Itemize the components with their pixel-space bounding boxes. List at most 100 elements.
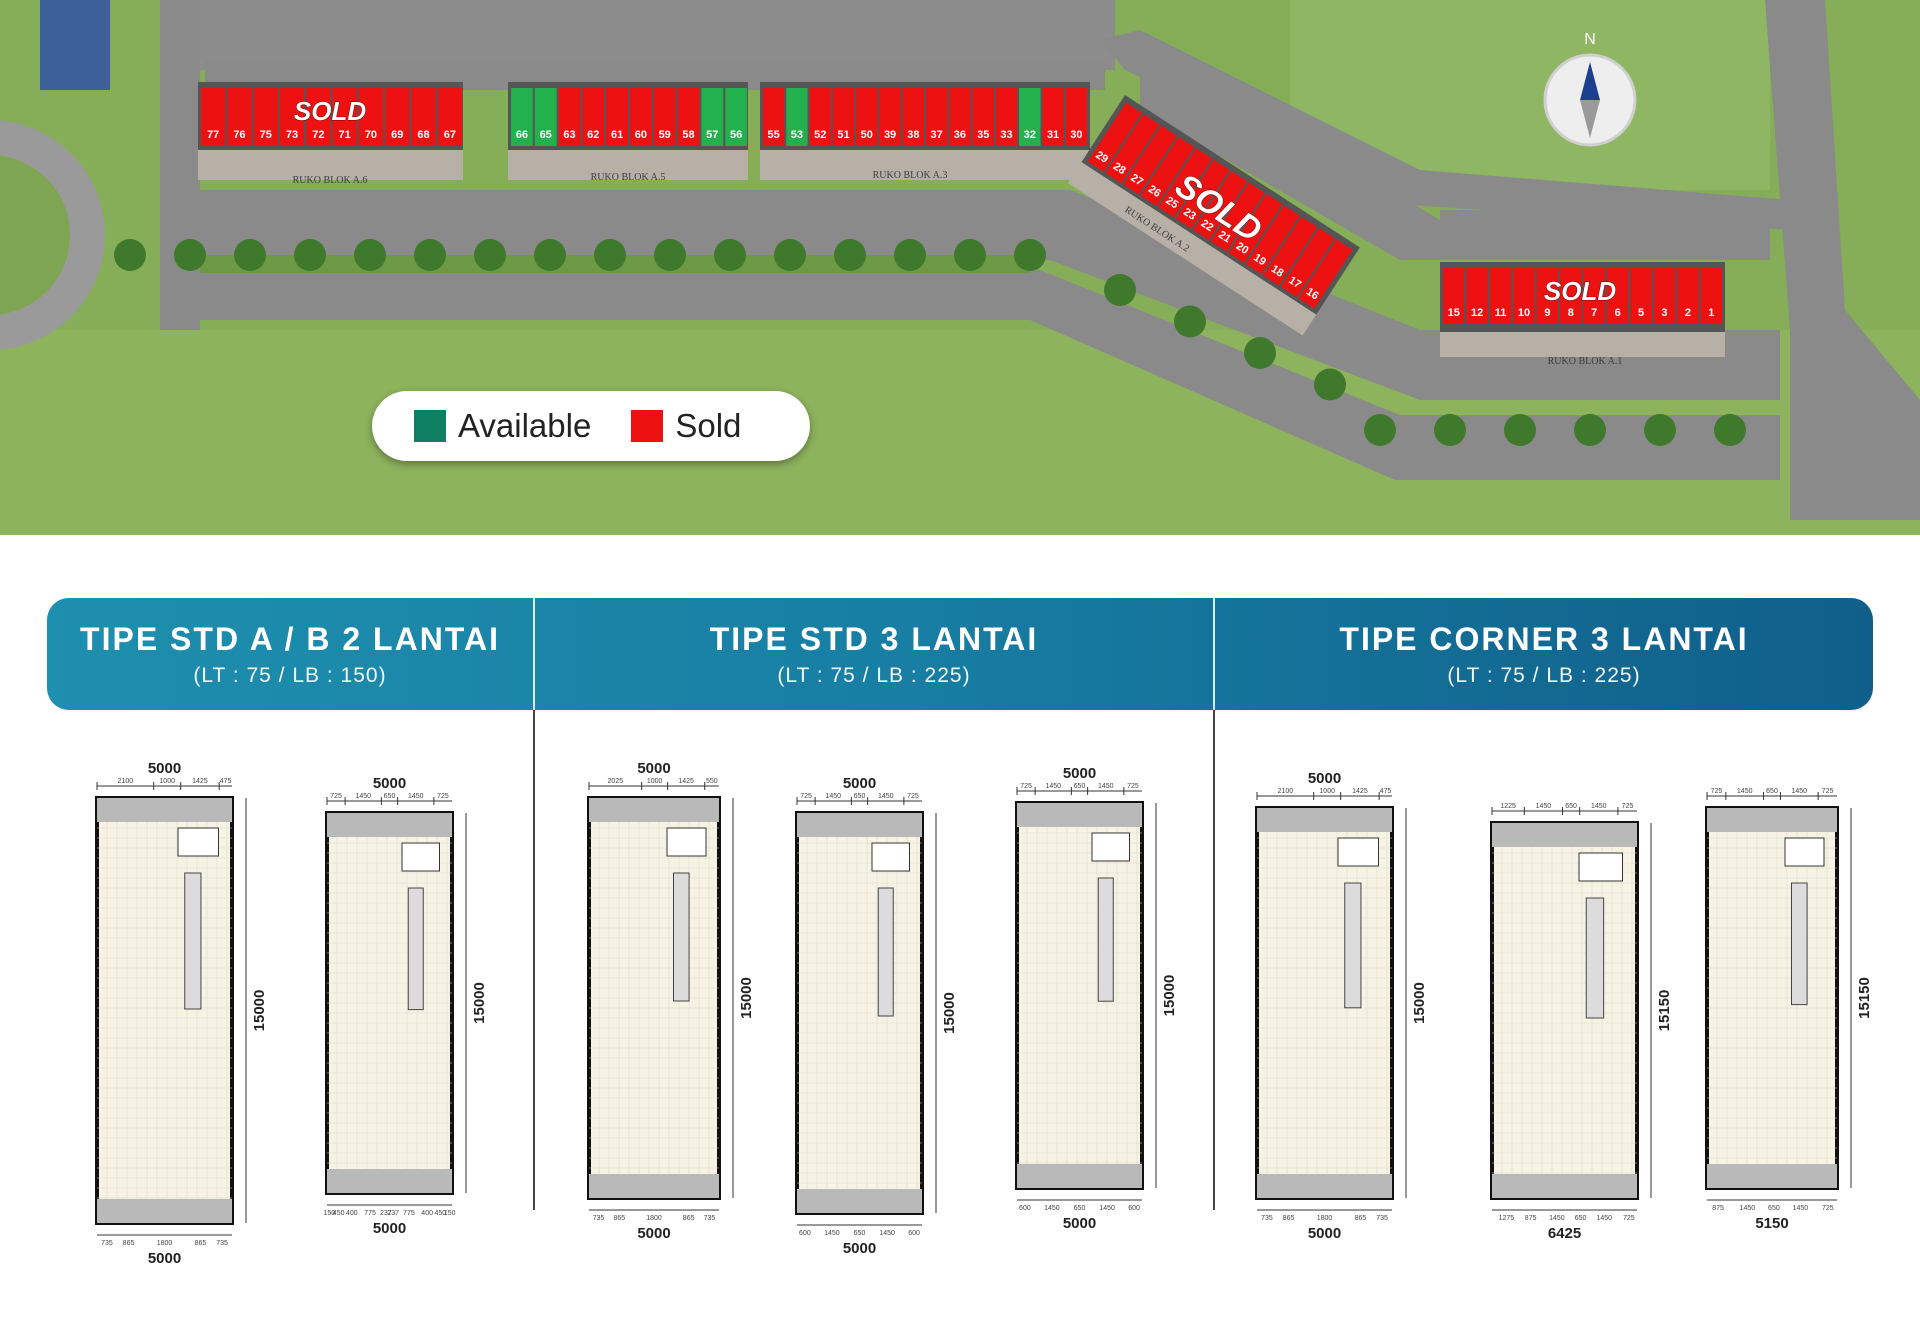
lot-number: 61 bbox=[611, 129, 623, 141]
tree bbox=[414, 239, 446, 271]
lot-number: 75 bbox=[260, 129, 272, 141]
lot-60 bbox=[630, 88, 652, 146]
lot-number: 39 bbox=[884, 129, 896, 141]
tree bbox=[1434, 414, 1466, 446]
dimension-segment: 865 bbox=[614, 1215, 626, 1222]
dimension-segment: 1450 bbox=[824, 1230, 840, 1237]
dimension-segment: 1000 bbox=[159, 778, 175, 785]
dimension-segment: 1450 bbox=[408, 793, 424, 800]
type-subtitle: (LT : 75 / LB : 225) bbox=[1447, 663, 1641, 687]
lot-number: 28 bbox=[1111, 160, 1128, 177]
lot-number: 2 bbox=[1685, 307, 1691, 319]
lot-number: 69 bbox=[391, 129, 403, 141]
sold-stamp: SOLD bbox=[294, 96, 366, 126]
lot-number: 36 bbox=[954, 129, 966, 141]
dimension-segment: 1800 bbox=[646, 1215, 662, 1222]
lot-29 bbox=[1087, 102, 1142, 172]
tree bbox=[1504, 414, 1536, 446]
top-width-label: 5000 bbox=[148, 760, 181, 777]
dimension-segment: 865 bbox=[123, 1240, 135, 1247]
tree bbox=[834, 239, 866, 271]
compass-south-needle bbox=[1580, 100, 1600, 138]
tree bbox=[714, 239, 746, 271]
lot-number: 33 bbox=[1000, 129, 1012, 141]
block-label: RUKO BLOK A.5 bbox=[591, 172, 666, 183]
tree bbox=[1104, 274, 1136, 306]
lot-number: 55 bbox=[768, 129, 780, 141]
lot-2 bbox=[1677, 268, 1699, 324]
dimension-segment: 1450 bbox=[1536, 803, 1552, 810]
block-label: RUKO BLOK A.1 bbox=[1548, 356, 1623, 367]
lot-63 bbox=[558, 88, 581, 146]
dimension-segment: 1000 bbox=[1319, 788, 1335, 795]
dimension-segment: 650 bbox=[854, 1230, 866, 1237]
lot-55 bbox=[763, 88, 785, 146]
tree bbox=[1314, 368, 1346, 401]
lot-25 bbox=[1157, 148, 1212, 218]
dimension-segment: 865 bbox=[1355, 1215, 1367, 1222]
dimension-segment: 725 bbox=[1711, 788, 1723, 795]
dimension-segment: 1425 bbox=[192, 778, 208, 785]
lot-39 bbox=[879, 88, 901, 146]
dimension-segment: 2100 bbox=[118, 778, 134, 785]
lot-number: 52 bbox=[814, 129, 826, 141]
top-width-label: 5000 bbox=[843, 775, 876, 792]
lot-50 bbox=[856, 88, 878, 146]
lot-number: 38 bbox=[907, 129, 919, 141]
lot-51 bbox=[832, 88, 855, 146]
lot-number: 59 bbox=[659, 129, 671, 141]
dimension-segment: 400 bbox=[346, 1210, 358, 1217]
compass-north-needle bbox=[1580, 62, 1600, 100]
lot-number: 32 bbox=[1024, 129, 1036, 141]
lot-number: 1 bbox=[1708, 307, 1714, 319]
dimension-segment: 865 bbox=[683, 1215, 695, 1222]
type-header-corner-3: TIPE CORNER 3 LANTAI (LT : 75 / LB : 225… bbox=[1213, 598, 1873, 710]
lot-67 bbox=[437, 88, 462, 146]
dimension-segment: 600 bbox=[1019, 1205, 1031, 1212]
dimension-segment: 725 bbox=[1622, 803, 1634, 810]
lot-number: 76 bbox=[233, 129, 245, 141]
type-title: TIPE STD 3 LANTAI bbox=[709, 620, 1039, 657]
dimension-segment: 600 bbox=[1128, 1205, 1140, 1212]
tree bbox=[354, 239, 386, 271]
lot-53 bbox=[786, 88, 808, 146]
lot-56 bbox=[725, 88, 747, 146]
lot-35 bbox=[972, 88, 994, 146]
lot-number: 25 bbox=[1164, 195, 1181, 212]
type-header-std-2: TIPE STD A / B 2 LANTAI (LT : 75 / LB : … bbox=[47, 598, 533, 710]
dimension-segment: 1450 bbox=[1596, 1215, 1612, 1222]
tree bbox=[1014, 239, 1046, 271]
lot-15 bbox=[1443, 268, 1465, 324]
top-width-label: 5000 bbox=[1308, 770, 1341, 787]
lot-77 bbox=[201, 88, 226, 146]
lot-36 bbox=[949, 88, 971, 146]
dimension-segment: 1450 bbox=[1549, 1215, 1565, 1222]
block-label: RUKO BLOK A.3 bbox=[873, 170, 948, 181]
lot-21 bbox=[1210, 182, 1265, 252]
depth-label: 15000 bbox=[1411, 982, 1428, 1024]
dimension-segment: 1450 bbox=[1099, 1205, 1115, 1212]
lot-5 bbox=[1630, 268, 1652, 324]
lot-number: 70 bbox=[365, 129, 377, 141]
top-width-label: 5000 bbox=[373, 775, 406, 792]
tree bbox=[1574, 414, 1606, 446]
bottom-width-label: 5000 bbox=[637, 1225, 670, 1242]
dimension-segment: 1450 bbox=[1591, 803, 1607, 810]
lot-number: 31 bbox=[1047, 129, 1059, 141]
dimension-segment: 1225 bbox=[1500, 803, 1516, 810]
depth-label: 15000 bbox=[1161, 975, 1178, 1017]
lot-11 bbox=[1489, 268, 1512, 324]
dimension-segment: 725 bbox=[330, 793, 342, 800]
lot-number: 20 bbox=[1234, 240, 1251, 257]
sold-stamp: SOLD bbox=[1544, 276, 1616, 306]
lot-57 bbox=[701, 88, 724, 146]
